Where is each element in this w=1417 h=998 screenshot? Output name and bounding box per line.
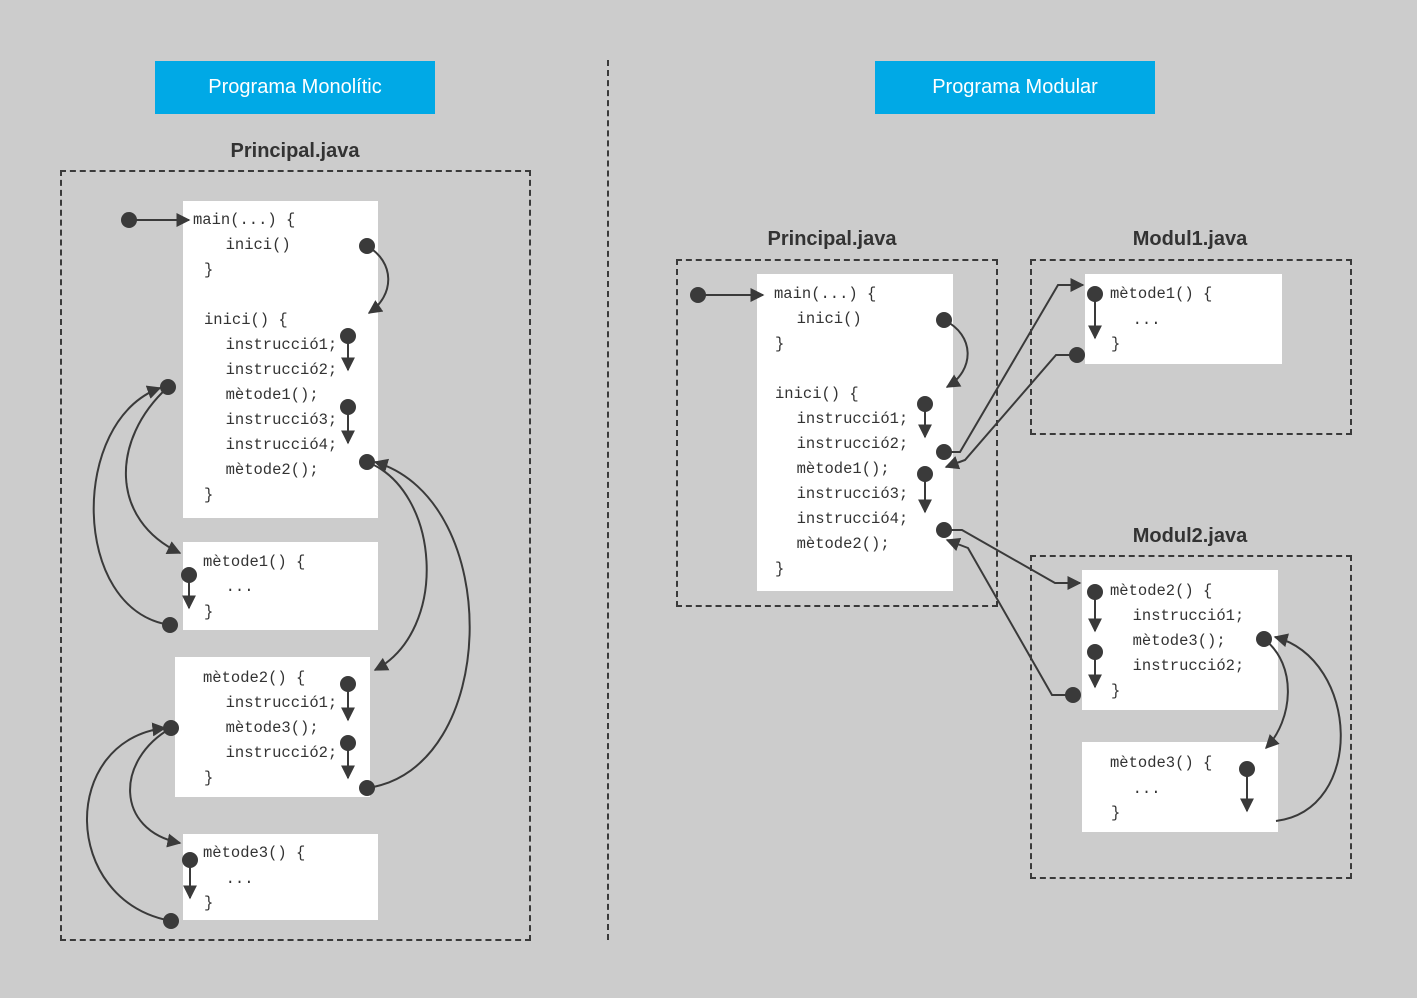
modul2-m3-block [1082, 742, 1278, 832]
code-line: } [775, 560, 785, 578]
banner-monolithic: Programa Monolític [155, 61, 435, 114]
left-m2-block [175, 657, 370, 797]
code-line: instrucció4; [207, 436, 338, 454]
code-line: mètode2() { [203, 669, 306, 687]
code-line: ... [1114, 311, 1161, 329]
code-line: main(...) { [774, 285, 877, 303]
code-line: mètode3() { [203, 844, 306, 862]
code-line: } [1111, 335, 1121, 353]
code-line: } [204, 261, 214, 279]
code-line: inici() { [204, 311, 288, 329]
call-arrow [125, 386, 182, 554]
left-m1-block [183, 542, 378, 630]
code-line: instrucció1; [778, 410, 909, 428]
left-principal-container [60, 170, 531, 941]
code-line: mètode2(); [207, 461, 319, 479]
code-line: } [775, 335, 785, 353]
code-line: instrucció2; [1114, 657, 1245, 675]
code-line: ... [1114, 780, 1161, 798]
code-line: instrucció1; [1114, 607, 1245, 625]
code-line: instrucció4; [778, 510, 909, 528]
return-arrow [86, 722, 172, 922]
code-line: mètode1() { [203, 553, 306, 571]
code-line: instrucció3; [207, 411, 338, 429]
code-line: mètode3(); [207, 719, 319, 737]
code-line: ... [207, 578, 254, 596]
modul2-container [1030, 555, 1352, 879]
call-arrow [366, 461, 428, 671]
code-line: mètode3(); [1114, 632, 1226, 650]
code-line: instrucció2; [207, 744, 338, 762]
code-line: mètode3() { [1110, 754, 1213, 772]
code-line: inici() [207, 236, 291, 254]
modul2-m2-block [1082, 570, 1278, 710]
code-line: main(...) { [193, 211, 296, 229]
code-line: inici() [778, 310, 862, 328]
code-line: } [204, 769, 214, 787]
code-line: } [1111, 682, 1121, 700]
modul1-block [1085, 274, 1282, 364]
return-arrow [944, 354, 1077, 470]
modul1-container [1030, 259, 1352, 435]
code-line: } [204, 603, 214, 621]
code-line: instrucció1; [207, 694, 338, 712]
return-arrow [92, 385, 171, 626]
code-line: mètode1() { [1110, 285, 1213, 303]
code-line: mètode2() { [1110, 582, 1213, 600]
right-principal-title: Principal.java [767, 228, 897, 250]
banner-monolithic-label: Programa Monolític [208, 76, 382, 98]
code-line: instrucció2; [778, 435, 909, 453]
left-file-title: Principal.java [230, 140, 360, 162]
left-m3-block [183, 834, 378, 920]
banner-modular: Programa Modular [875, 61, 1155, 114]
return-arrow [945, 537, 1073, 696]
return-arrow [1273, 633, 1342, 822]
right-principal-container [676, 259, 998, 607]
modul2-title: Modul2.java [1132, 525, 1248, 547]
code-line: instrucció2; [207, 361, 338, 379]
banner-modular-label: Programa Modular [932, 76, 1098, 98]
modul1-title: Modul1.java [1132, 228, 1248, 250]
code-line: instrucció1; [207, 336, 338, 354]
code-line: ... [207, 870, 254, 888]
call-arrow [1263, 638, 1289, 750]
separator [607, 60, 609, 940]
code-line: mètode1(); [778, 460, 890, 478]
code-line: mètode1(); [207, 386, 319, 404]
code-line: mètode2(); [778, 535, 890, 553]
call-arrow [943, 319, 969, 388]
return-arrow [366, 458, 471, 789]
call-arrow [366, 245, 390, 314]
call-arrow [129, 727, 182, 848]
code-line: } [204, 486, 214, 504]
code-line: } [204, 894, 214, 912]
code-line: instrucció3; [778, 485, 909, 503]
code-line: } [1111, 804, 1121, 822]
call-arrow [944, 529, 1082, 590]
code-line: inici() { [775, 385, 859, 403]
